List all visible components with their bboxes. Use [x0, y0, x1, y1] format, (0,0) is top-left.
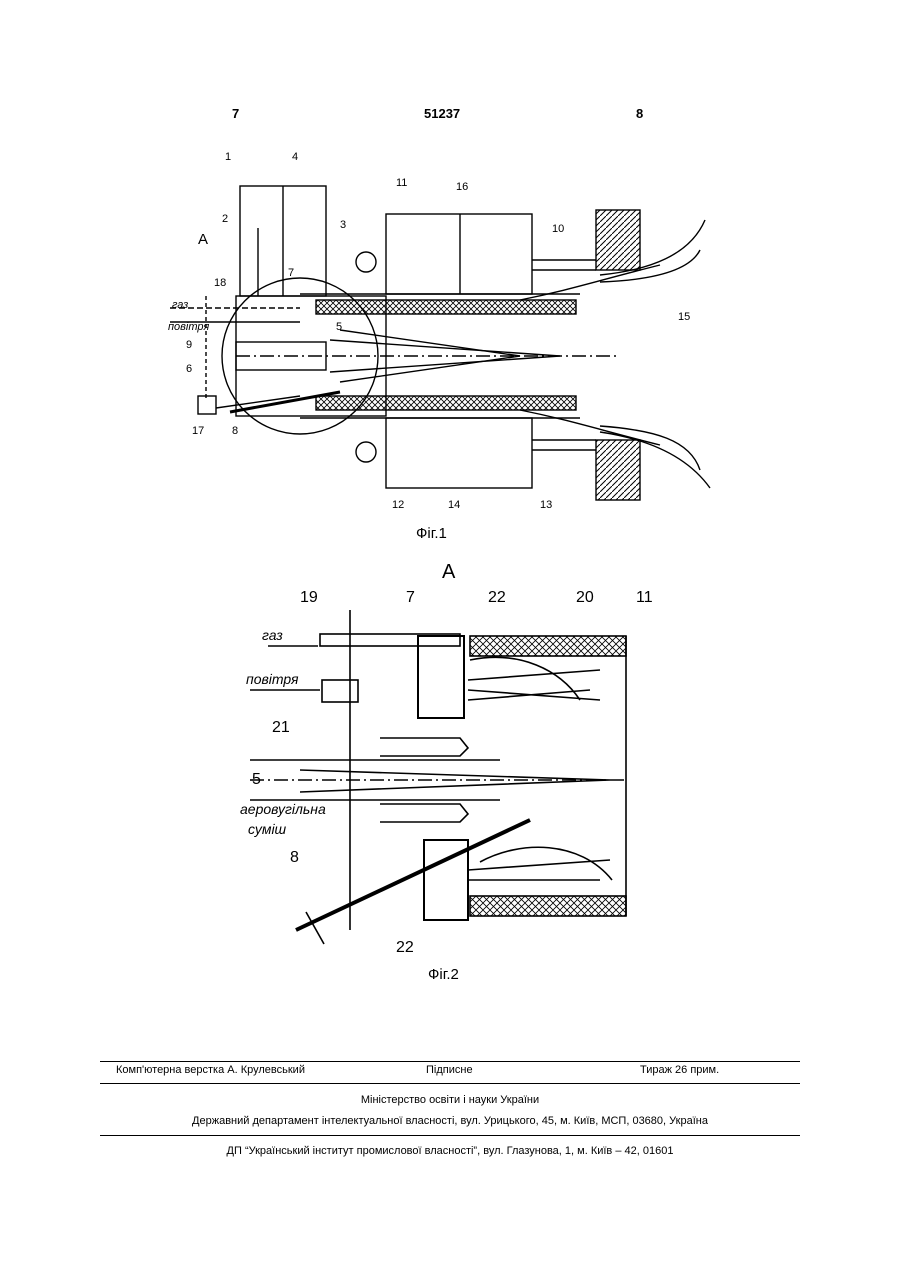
figure-2-drawing: A 19 7 22 20 11 21 5 8 22 газ повітря ае… — [0, 0, 901, 1000]
svg-text:повітря: повітря — [246, 671, 299, 687]
svg-text:5: 5 — [252, 771, 261, 788]
svg-text:суміш: суміш — [248, 821, 287, 837]
footer-rule-middle — [100, 1083, 800, 1084]
footer-typesetting: Комп'ютерна верстка А. Крулевський — [116, 1064, 305, 1076]
footer-circulation: Тираж 26 прим. — [640, 1064, 719, 1076]
footer-ministry: Міністерство освіти і науки України — [100, 1094, 800, 1106]
svg-text:22: 22 — [396, 939, 414, 956]
footer-department: Державний департамент інтелектуальної вл… — [100, 1115, 800, 1127]
footer-signed: Підписне — [426, 1064, 473, 1076]
svg-text:8: 8 — [290, 849, 299, 866]
svg-text:20: 20 — [576, 589, 594, 606]
svg-text:11: 11 — [636, 589, 653, 606]
svg-text:22: 22 — [488, 589, 506, 606]
svg-text:19: 19 — [300, 589, 318, 606]
svg-text:7: 7 — [406, 589, 415, 606]
svg-text:A: A — [442, 561, 456, 583]
svg-text:аеровугільна: аеровугільна — [240, 801, 326, 817]
figure-2-caption: Фіг.2 — [428, 966, 459, 983]
footer-institute: ДП “Український інститут промислової вла… — [100, 1145, 800, 1157]
svg-text:газ: газ — [262, 627, 283, 643]
footer-rule-top — [100, 1061, 800, 1062]
svg-text:21: 21 — [272, 719, 290, 736]
footer-rule-bottom — [100, 1135, 800, 1136]
